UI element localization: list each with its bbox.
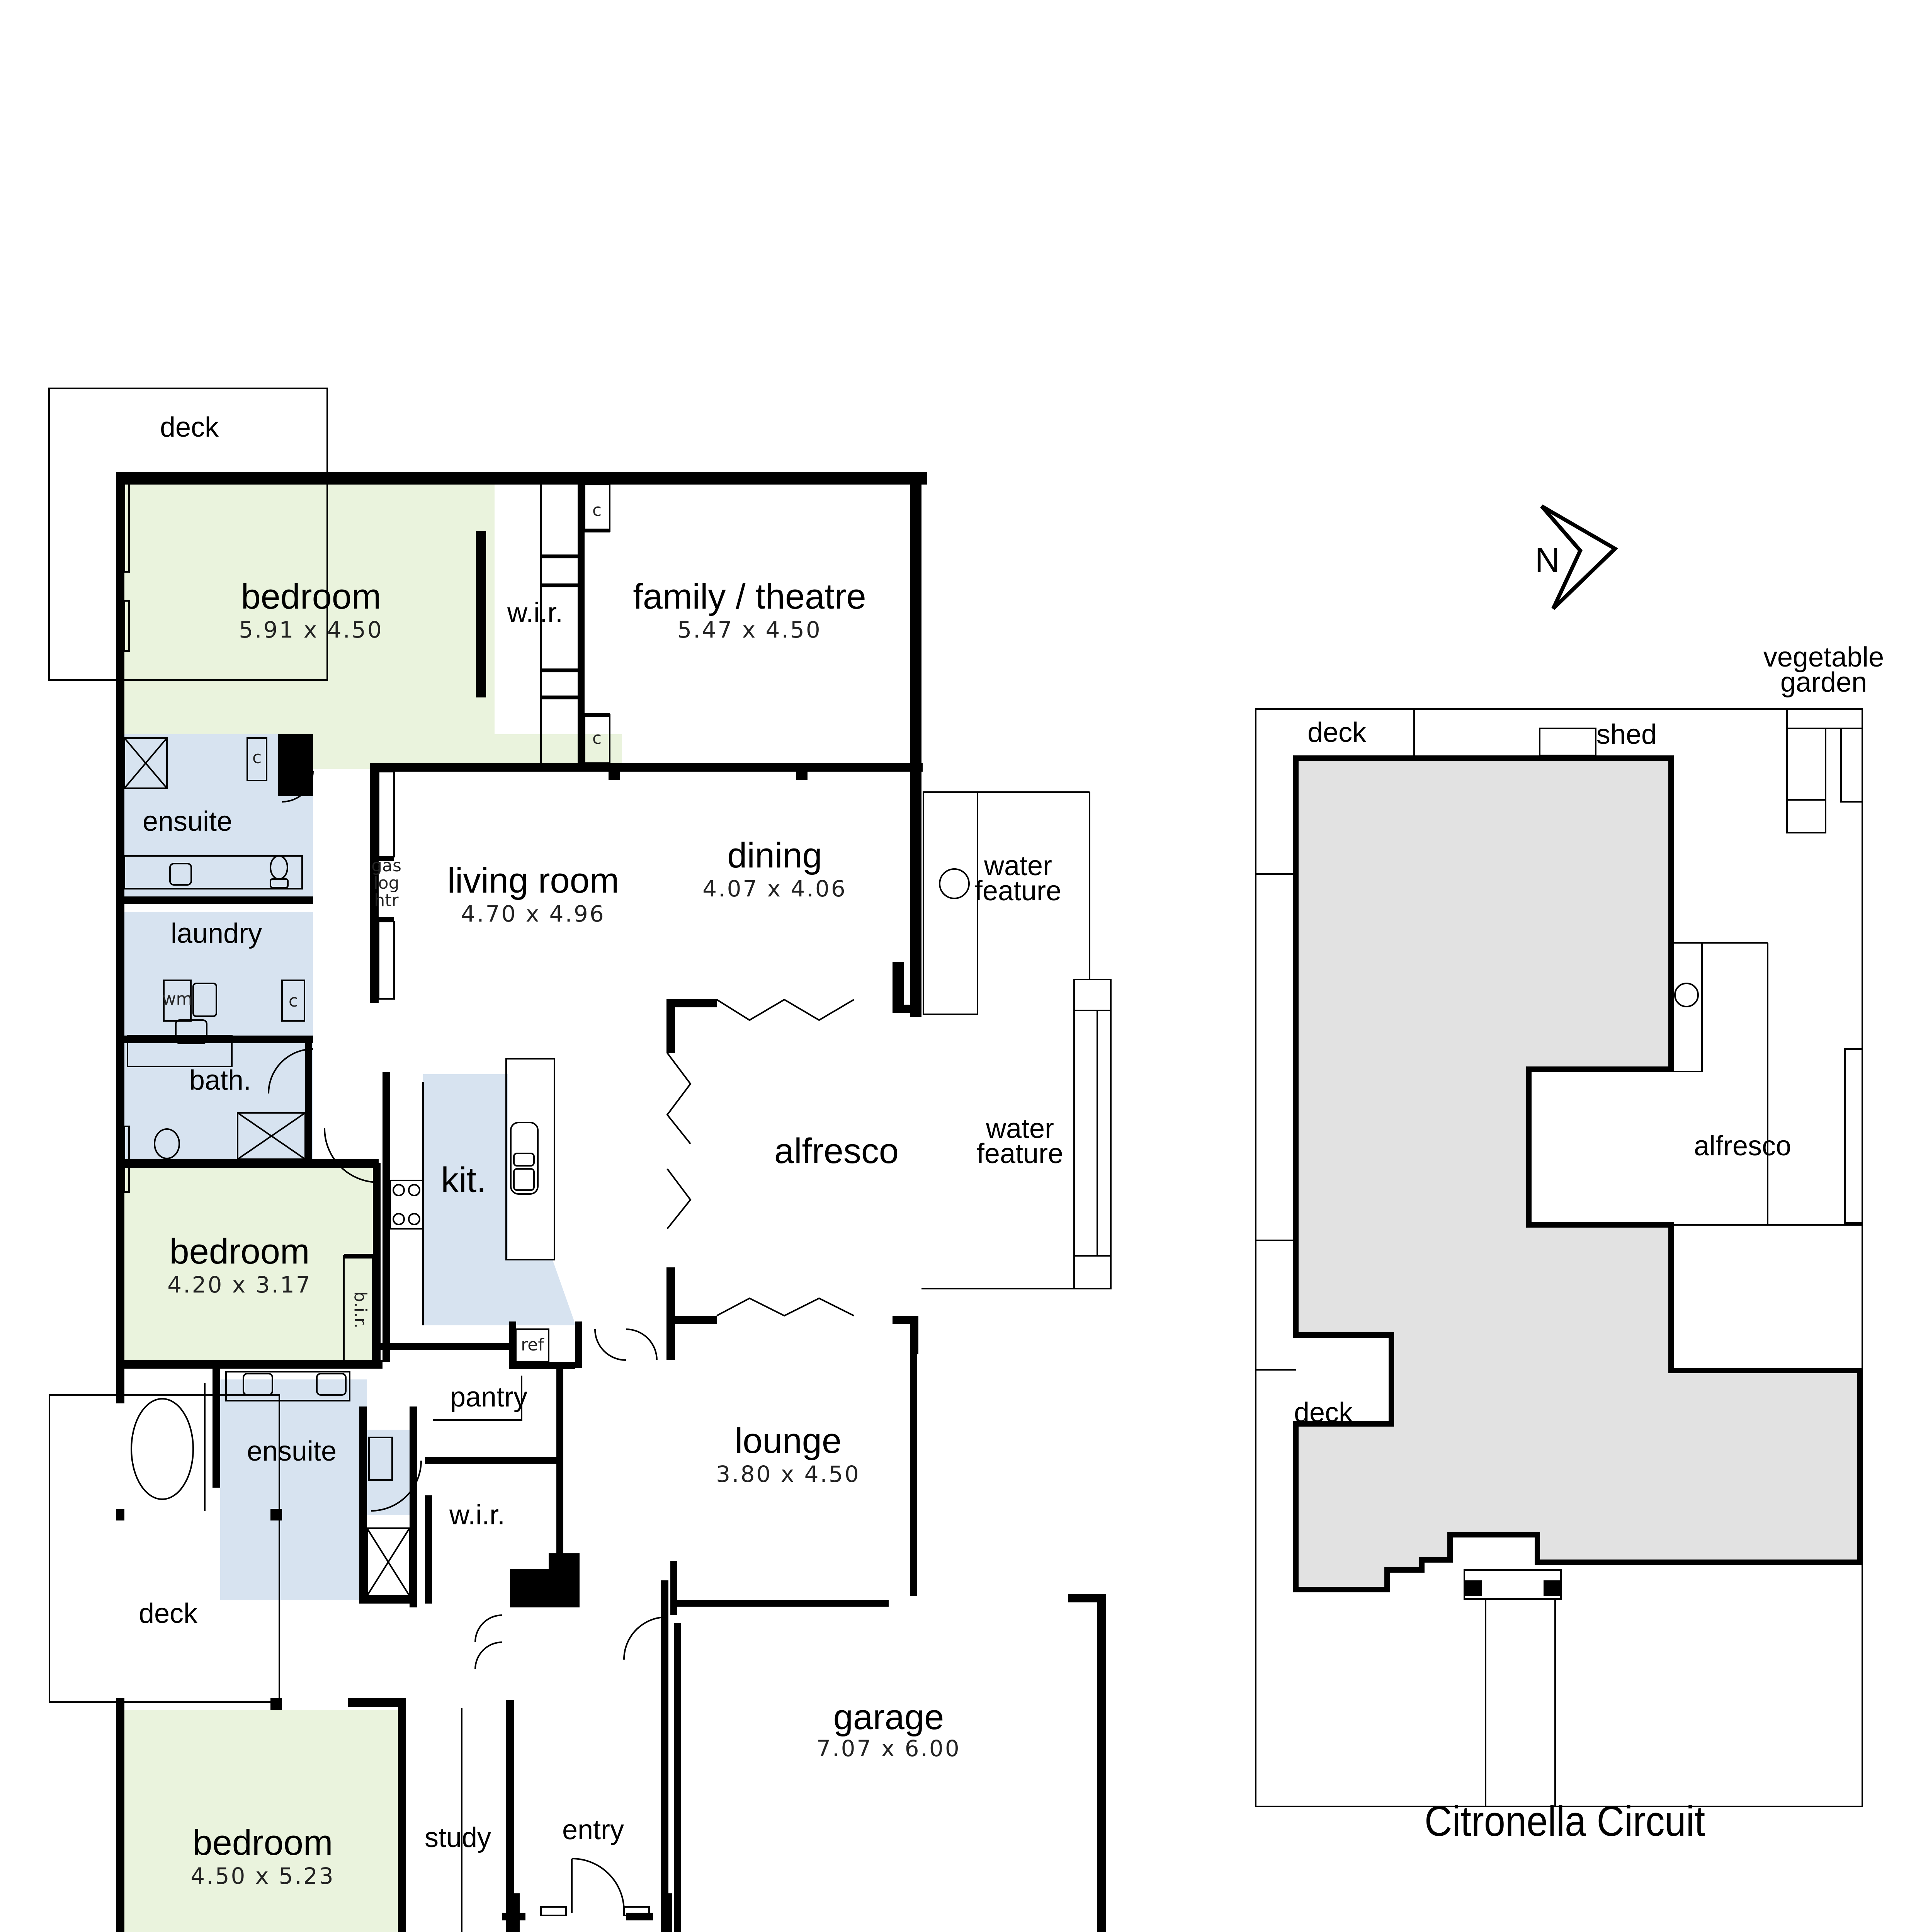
- label-water-feature-2: water: [986, 1113, 1054, 1144]
- shower-icon: [124, 737, 168, 789]
- kitchen-fill: [423, 1074, 576, 1325]
- label-family-theatre: family / theatre: [633, 577, 866, 616]
- label-ensuite-1: ensuite: [143, 806, 232, 837]
- wm-label: wm: [162, 989, 193, 1009]
- label-water-feature-1: water: [984, 850, 1052, 881]
- site-label-veg-2: garden: [1780, 667, 1867, 698]
- label-bir: b.i.r.: [350, 1291, 370, 1328]
- cupboard-label: c: [592, 728, 602, 748]
- label-kitchen: kit.: [441, 1160, 486, 1200]
- house-footprint: [1293, 755, 1863, 1592]
- water-feature-circle: [939, 868, 970, 899]
- label-laundry: laundry: [171, 918, 262, 949]
- bedroom-2-fill: [124, 1167, 379, 1364]
- dims-family-theatre: 5.47 x 4.50: [677, 617, 821, 643]
- label-ensuite-2: ensuite: [247, 1436, 337, 1467]
- bedroom-main-fill: [124, 477, 495, 763]
- bedroom-3-fill: [124, 1710, 402, 1932]
- room-labels: deck bedroom 5.91 x 4.50 w.i.r. family /…: [139, 412, 1063, 1889]
- site-label-deck-top: deck: [1307, 717, 1367, 748]
- label-deck-top: deck: [160, 412, 219, 443]
- bathtub-icon: [131, 1398, 194, 1500]
- site-label-deck-side: deck: [1294, 1397, 1353, 1428]
- cupboard-label: c: [252, 748, 262, 767]
- gas-heater-label: log: [373, 873, 399, 893]
- label-entry: entry: [562, 1815, 624, 1845]
- label-wir-2: w.i.r.: [449, 1500, 505, 1531]
- label-garage: garage: [833, 1697, 944, 1737]
- svg-text:N: N: [1535, 541, 1560, 580]
- fridge-box: [515, 1328, 549, 1363]
- label-water-feature-2b: feature: [977, 1138, 1063, 1169]
- label-bedroom-3: bedroom: [192, 1823, 333, 1862]
- dims-garage: 7.07 x 6.00: [816, 1735, 961, 1762]
- site-label-shed: shed: [1596, 719, 1657, 750]
- label-deck-side: deck: [139, 1598, 198, 1629]
- dims-bedroom-2: 4.20 x 3.17: [167, 1272, 311, 1298]
- fridge-label: ref: [521, 1335, 544, 1355]
- deck-top-outline: [48, 388, 328, 681]
- label-dining: dining: [727, 836, 822, 875]
- door-swing: [282, 770, 314, 803]
- site-street-name: Citronella Circuit: [1424, 1798, 1705, 1845]
- site-label-alfresco: alfresco: [1694, 1131, 1791, 1162]
- label-study: study: [425, 1822, 491, 1853]
- label-lounge: lounge: [735, 1421, 842, 1461]
- deck-side-outline: [49, 1394, 280, 1703]
- label-bedroom-main: bedroom: [241, 577, 381, 616]
- label-pantry: pantry: [450, 1382, 527, 1413]
- label-bedroom-2: bedroom: [169, 1232, 309, 1271]
- basin-icon: [169, 863, 192, 886]
- site-plan: N deck shed vegetable ga: [1255, 504, 1884, 1807]
- label-wir-main: w.i.r.: [507, 597, 563, 628]
- north-arrow-icon: N: [1535, 504, 1618, 610]
- walls: [116, 472, 1106, 1932]
- shed-box: [1539, 728, 1596, 756]
- lot-boundary: [1255, 708, 1863, 1807]
- dims-bedroom-main: 5.91 x 4.50: [239, 617, 383, 643]
- label-living-room: living room: [447, 861, 619, 900]
- kitchen-sink-icon: [510, 1122, 539, 1195]
- label-water-feature-1b: feature: [975, 876, 1061, 906]
- ensuite-2-fill: [220, 1379, 367, 1600]
- cupboard-label: c: [289, 991, 298, 1011]
- site-label-veg-1: vegetable: [1763, 642, 1884, 673]
- dims-lounge: 3.80 x 4.50: [716, 1461, 860, 1487]
- dims-dining: 4.07 x 4.06: [702, 876, 847, 902]
- dims-bedroom-3: 4.50 x 5.23: [190, 1863, 335, 1889]
- thin-details: [124, 482, 1112, 1932]
- gas-heater-label: gas: [371, 856, 401, 876]
- kitchen-island: [505, 1058, 555, 1260]
- dims-living-room: 4.70 x 4.96: [461, 901, 605, 927]
- label-bath: bath.: [189, 1065, 251, 1096]
- cupboard-label: c: [592, 500, 602, 520]
- gas-heater-label: htr: [374, 891, 399, 910]
- label-alfresco: alfresco: [774, 1131, 899, 1171]
- shower-icon-2: [237, 1112, 306, 1160]
